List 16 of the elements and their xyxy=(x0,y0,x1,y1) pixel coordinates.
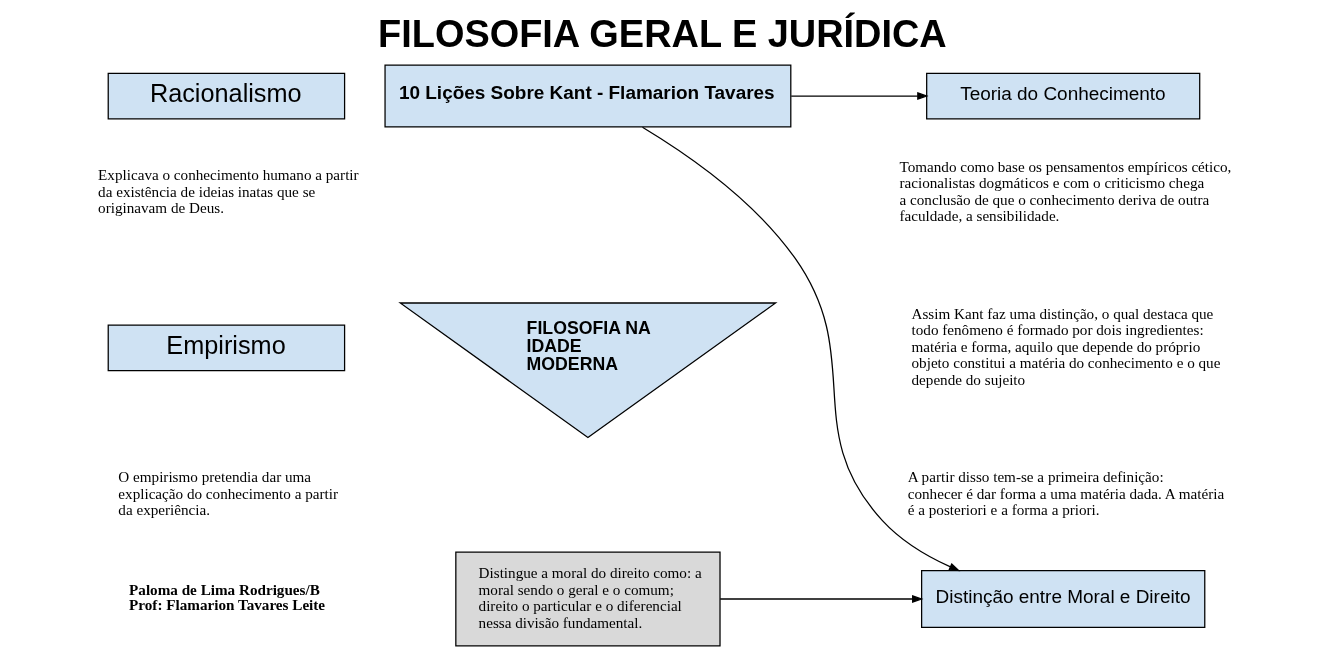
label: Paloma de Lima Rodrigues/B Prof: Flamarion Tavares Leite xyxy=(129,580,326,613)
label: Explicava o conhecimento humano a partir da existência de ideias inatas que se originavam de Deus. xyxy=(98,166,359,217)
arrow xyxy=(641,126,961,572)
label: A partir disso tem-se a primeira definição: conhecer é dar forma a uma matéria dada. A matéria é a posteriori e a forma a priori. xyxy=(907,468,1225,519)
node-box: Racionalismo xyxy=(107,72,346,120)
label: Tomando como base os pensamentos empíricos cético, racionalistas dogmáticos e com o criticismo chega a conclusão de que o conhecimento deriva de outra faculdade, a sensibilidade. xyxy=(899,157,1232,225)
node-box: Distinção entre Moral e Direito xyxy=(921,569,1206,629)
node-box: Distingue a moral do direito como: a moral sendo o geral e o comum; direito o particular e o diferencial nessa divisão fundamental. xyxy=(455,551,721,647)
node-box: Teoria do Conhecimento xyxy=(926,72,1201,120)
diagram-title: FILOSOFIA GERAL E JURÍDICA xyxy=(378,13,947,56)
arrow xyxy=(719,595,924,603)
node-box: Empirismo xyxy=(107,324,346,372)
label: O empirismo pretendia dar uma explicação do conhecimento a partir da experiência. xyxy=(118,468,339,519)
arrow xyxy=(790,92,929,100)
node-box: 10 Lições Sobre Kant - Flamarion Tavares xyxy=(384,64,792,128)
label: Assim Kant faz uma distinção, o qual destaca que todo fenômeno é formado por dois ingredientes: matéria e forma, aquilo que depende do próprio objeto constitui a matéria do conhecimento e o que depende do sujeito xyxy=(911,304,1221,388)
